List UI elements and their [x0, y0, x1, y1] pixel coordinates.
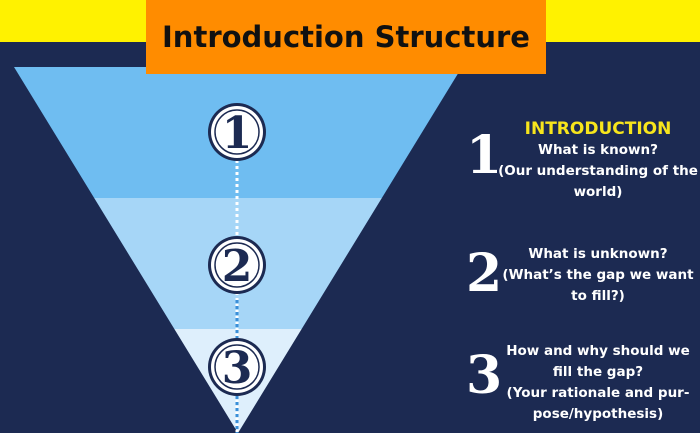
step-3-text: How and why should we fill the gap? (You…	[498, 341, 698, 425]
step-1-number: 1	[466, 125, 503, 186]
step-1-heading: INTRODUCTION	[524, 119, 672, 139]
step-1-line-2: (Our understanding of the	[498, 163, 698, 179]
step-2-number: 2	[466, 243, 503, 304]
funnel-marker-1: 1	[208, 103, 266, 161]
step-2-line-2: (What’s the gap we want	[502, 267, 694, 283]
step-1-text: INTRODUCTION What is known? (Our underst…	[498, 118, 698, 203]
funnel-marker-3: 3	[208, 338, 266, 396]
step-2-text: What is unknown? (What’s the gap we want…	[498, 244, 698, 307]
step-3-line-2: fill the gap?	[552, 364, 644, 380]
step-3-number: 3	[466, 345, 503, 406]
step-3-line-3: (Your rationale and pur-	[506, 385, 690, 401]
step-2-line-1: What is unknown?	[528, 246, 668, 262]
funnel-marker-2: 2	[208, 236, 266, 294]
step-1-line-3: world)	[573, 184, 623, 200]
title-banner: Introduction Structure	[146, 0, 546, 74]
funnel-marker-3-label: 3	[222, 343, 253, 394]
funnel-marker-2-label: 2	[222, 241, 253, 292]
step-2-line-3: to fill?)	[571, 288, 625, 304]
step-3-line-4: pose/hypothesis)	[532, 406, 664, 422]
step-3-line-1: How and why should we	[506, 343, 690, 359]
step-1-line-1: What is known?	[538, 142, 658, 158]
funnel-marker-1-label: 1	[222, 108, 253, 159]
page-title: Introduction Structure	[162, 20, 530, 54]
